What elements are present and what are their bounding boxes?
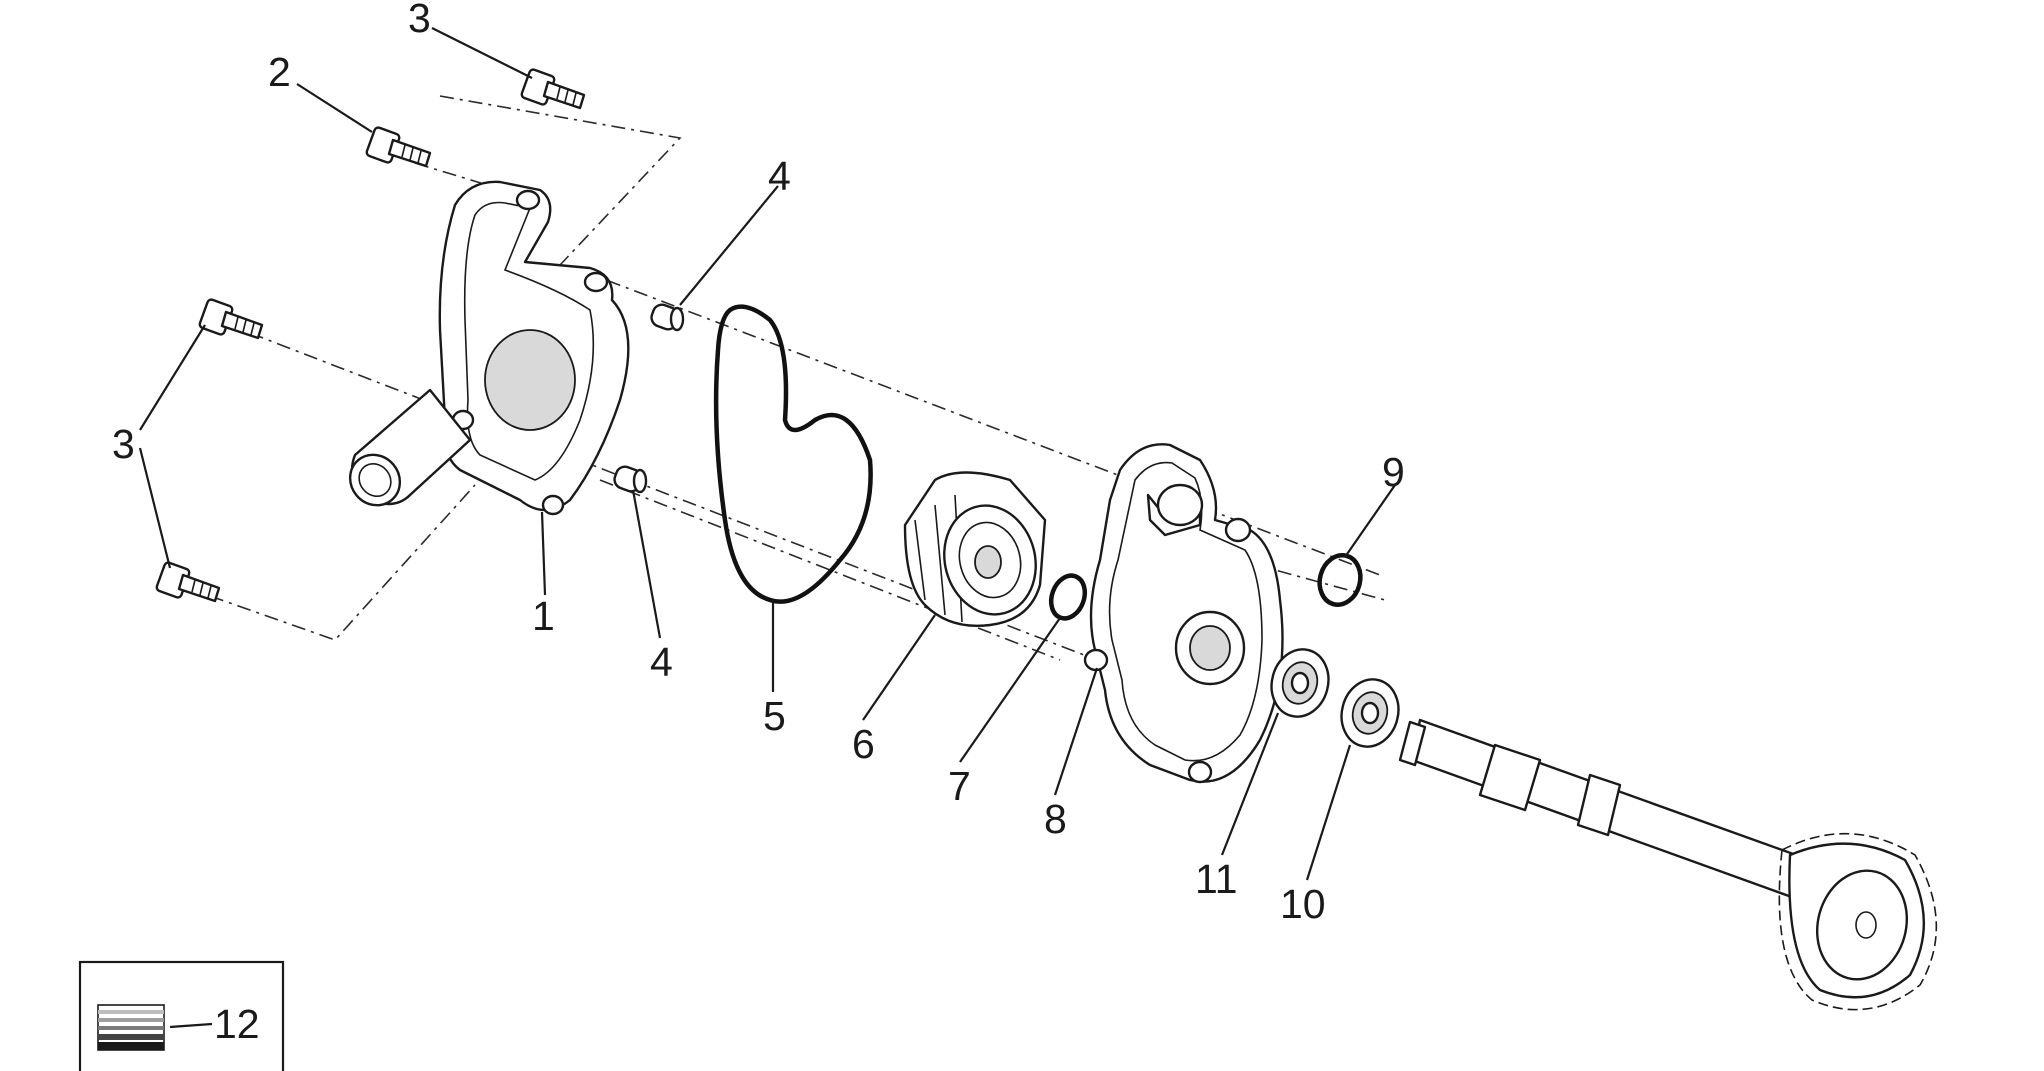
bolt-3-top xyxy=(520,68,586,110)
dowel-pin-4-top xyxy=(650,303,685,332)
callout-3-top: 3 xyxy=(408,0,431,41)
callout-11: 11 xyxy=(1195,856,1238,902)
pump-shaft-gear xyxy=(1398,718,1938,1011)
callout-10: 10 xyxy=(1280,881,1326,927)
bearing-11 xyxy=(1270,648,1330,718)
impeller-6 xyxy=(903,471,1047,627)
bearing-10 xyxy=(1340,678,1400,748)
callout-6: 6 xyxy=(852,721,875,767)
callout-labels: 1 2 3 3 4 4 5 6 7 8 9 10 11 xyxy=(112,0,1405,927)
bolt-3-upper-left xyxy=(198,298,264,340)
gasket-5 xyxy=(713,304,873,604)
callout-9: 9 xyxy=(1382,449,1405,495)
callout-12: 12 xyxy=(214,1001,260,1047)
kit-legend-box: 12 xyxy=(78,960,285,1071)
gasket-kit-icon xyxy=(97,1004,165,1051)
callout-4-bottom: 4 xyxy=(650,639,673,685)
pump-body-8 xyxy=(1083,443,1284,784)
callout-3-left: 3 xyxy=(112,421,135,467)
callout-2: 2 xyxy=(268,49,291,95)
callout-8: 8 xyxy=(1044,796,1067,842)
callout-4-top: 4 xyxy=(768,153,791,199)
bolt-2 xyxy=(365,126,432,168)
callout-1: 1 xyxy=(532,593,555,639)
circlip-7 xyxy=(1048,573,1088,621)
bolt-3-lower-left xyxy=(155,561,221,603)
callout-5: 5 xyxy=(763,693,786,739)
callout-7: 7 xyxy=(948,763,971,809)
dowel-pin-4-bottom xyxy=(613,465,648,494)
leader-lines xyxy=(138,27,1396,881)
pump-cover-1 xyxy=(348,180,630,516)
